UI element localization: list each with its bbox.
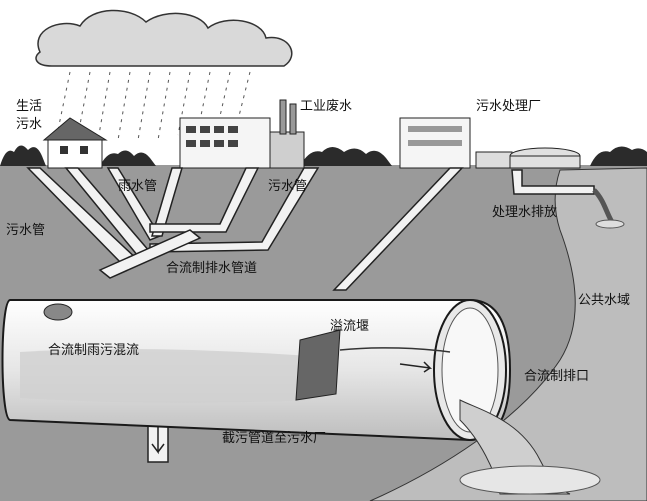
label-combined-mixed-flow: 合流制雨污混流	[48, 343, 139, 358]
house	[42, 117, 108, 169]
overflow-weir-shape	[295, 329, 341, 401]
label-public-water: 公共水域	[578, 293, 630, 308]
combined-drain-pipe	[98, 229, 202, 279]
splash-small	[595, 219, 625, 229]
label-combined-drain-pipe: 合流制排水管道	[166, 261, 257, 276]
treated-water-flow	[592, 188, 615, 224]
treatment-plant	[399, 117, 581, 169]
label-sewage-pipe-left: 污水管	[6, 223, 45, 238]
label-treatment-plant: 污水处理厂	[476, 99, 541, 114]
label-overflow-weir: 溢流堰	[330, 319, 369, 334]
label-rainwater-pipe: 雨水管	[118, 179, 157, 194]
label-domestic-sewage-1: 生活	[16, 99, 42, 114]
outlet-splash	[459, 465, 601, 495]
label-combined-outlet: 合流制排口	[524, 369, 589, 384]
rain-cloud	[35, 9, 293, 67]
label-treated-discharge: 处理水排放	[492, 205, 557, 220]
public-water-body	[369, 167, 647, 501]
label-domestic-sewage-2: 污水	[16, 117, 42, 132]
rain-streaks	[57, 71, 251, 141]
label-industrial-wastewater: 工业废水	[300, 98, 352, 114]
label-sewage-pipe-right: 污水管	[268, 179, 307, 194]
interceptor-arrow	[151, 420, 165, 455]
label-interceptor-pipe: 截污管道至污水厂	[222, 431, 326, 446]
tree-line	[0, 145, 647, 166]
cutaway-pipe	[1, 299, 512, 442]
factory	[179, 99, 305, 169]
